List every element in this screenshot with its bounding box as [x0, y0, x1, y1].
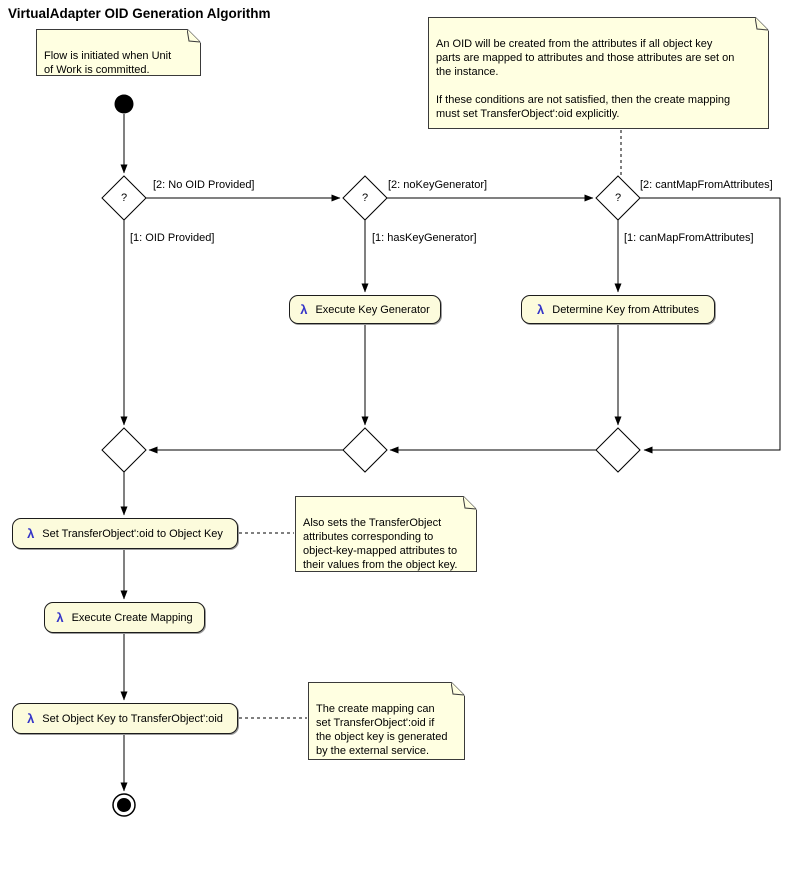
activity-execute-create-mapping: λ Execute Create Mapping	[44, 602, 205, 633]
note-also-sets: Also sets the TransferObject attributes …	[295, 496, 477, 572]
activity-execute-key-generator: λ Execute Key Generator	[289, 295, 441, 324]
lambda-icon: λ	[27, 526, 35, 541]
activity-label: Set Object Key to TransferObject':oid	[42, 712, 223, 725]
activity-set-object-key-to-oid: λ Set Object Key to TransferObject':oid	[12, 703, 238, 734]
note-flow-initiated-text: Flow is initiated when Unit of Work is c…	[44, 50, 172, 76]
activity-label: Set TransferObject':oid to Object Key	[42, 527, 223, 540]
merge2-diamond	[342, 427, 388, 473]
merge1-diamond	[101, 427, 147, 473]
diagram-title: VirtualAdapter OID Generation Algorithm	[8, 6, 271, 21]
note-fold-icon	[463, 496, 477, 510]
lambda-icon: λ	[56, 610, 64, 625]
decision3-diamond	[595, 175, 641, 221]
final-node-core	[117, 798, 131, 812]
note-create-mapping-text: The create mapping can set TransferObjec…	[316, 703, 448, 757]
activity-label: Determine Key from Attributes	[552, 303, 699, 316]
decision3-mark: ?	[614, 192, 622, 204]
guard-no-key-generator: [2: noKeyGenerator]	[388, 179, 488, 191]
guard-no-oid-provided: [2: No OID Provided]	[153, 179, 255, 191]
note-flow-initiated: Flow is initiated when Unit of Work is c…	[36, 29, 201, 76]
activity-label: Execute Key Generator	[315, 303, 430, 316]
decision2-diamond	[342, 175, 388, 221]
note-oid-rules-text: An OID will be created from the attribut…	[436, 38, 735, 120]
edge-decision3-to-merge3	[640, 197, 781, 454]
activity-set-oid-to-object-key: λ Set TransferObject':oid to Object Key	[12, 518, 238, 549]
note-fold-icon	[187, 29, 201, 43]
activity-label: Execute Create Mapping	[71, 611, 193, 624]
lambda-icon: λ	[537, 302, 545, 317]
decision1-diamond	[101, 175, 147, 221]
lambda-icon: λ	[27, 711, 35, 726]
note-also-sets-text: Also sets the TransferObject attributes …	[303, 517, 458, 571]
guard-can-map-from-attributes: [1: canMapFromAttributes]	[624, 232, 754, 244]
guard-cant-map-from-attributes: [2: cantMapFromAttributes]	[640, 179, 773, 191]
merge3-diamond	[595, 427, 641, 473]
note-fold-icon	[451, 682, 465, 696]
activity-determine-key-from-attributes: λ Determine Key from Attributes	[521, 295, 715, 324]
note-create-mapping: The create mapping can set TransferObjec…	[308, 682, 465, 760]
lambda-icon: λ	[300, 302, 308, 317]
guard-oid-provided: [1: OID Provided]	[130, 232, 215, 244]
initial-node	[114, 94, 134, 114]
decision1-mark: ?	[120, 192, 128, 204]
guard-has-key-generator: [1: hasKeyGenerator]	[372, 232, 477, 244]
decision2-mark: ?	[361, 192, 369, 204]
note-oid-rules: An OID will be created from the attribut…	[428, 17, 769, 129]
note-fold-icon	[755, 17, 769, 31]
